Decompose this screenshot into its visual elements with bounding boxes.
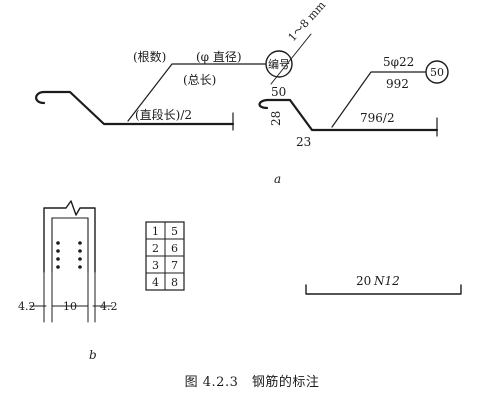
column-rebar-dots — [56, 241, 82, 269]
example-number-circle — [425, 60, 449, 84]
example-bend: 23 — [296, 135, 311, 149]
example-leader-line — [331, 71, 426, 128]
numbering-grid: 1 5 2 6 3 7 4 8 — [145, 221, 185, 291]
dim-text-middle: 10 — [63, 300, 77, 313]
sub-label-a: a — [274, 172, 281, 186]
span-bar-prefix: 20 — [356, 274, 371, 288]
grid-cell: 2 — [152, 242, 159, 255]
grid-cell: 5 — [171, 225, 178, 238]
example-height: 28 — [269, 111, 283, 126]
example-total: 992 — [386, 77, 409, 91]
generic-rebar-shape — [35, 90, 235, 126]
label-total-length: (总长) — [183, 73, 216, 87]
generic-leader-line — [127, 63, 267, 122]
grid-cell: 6 — [171, 242, 178, 255]
label-diameter: (φ 直径) — [196, 50, 242, 64]
example-rebar-shape — [258, 98, 439, 132]
grid-cell: 8 — [171, 276, 178, 289]
example-hook: 50 — [271, 85, 286, 99]
column-section: 4.2 10 4.2 — [18, 200, 118, 323]
dim-text-left: 4.2 — [18, 300, 36, 313]
span-bar-line — [305, 284, 462, 295]
span-bar: 20 N12 — [305, 274, 462, 295]
dim-text-right: 4.2 — [100, 300, 118, 313]
generic-rebar-diagram: 编号 1～8 mm (根数) (φ 直径) (总长) (直段长)/2 — [35, 0, 329, 131]
figure-caption: 图 4.2.3 钢筋的标注 — [185, 374, 320, 390]
label-count: (根数) — [133, 49, 166, 64]
example-number-text: 50 — [430, 66, 444, 79]
example-spec: 5φ22 — [383, 55, 414, 69]
number-circle — [265, 50, 293, 78]
grid-cell: 4 — [152, 276, 159, 289]
example-half-length: 796/2 — [360, 111, 395, 125]
grid-cell: 7 — [171, 259, 178, 272]
sub-label-b: b — [89, 348, 97, 362]
grid-cell: 1 — [152, 225, 159, 238]
column-outline — [43, 200, 96, 273]
circle-size-text: 1～8 mm — [286, 0, 329, 44]
grid-cell: 3 — [152, 259, 159, 272]
example-rebar-diagram: 50 5φ22 992 50 28 23 796/2 — [258, 55, 449, 149]
label-straight-length: (直段长)/2 — [135, 107, 192, 122]
circle-size-leader — [270, 33, 312, 85]
span-bar-label: N12 — [373, 274, 400, 288]
